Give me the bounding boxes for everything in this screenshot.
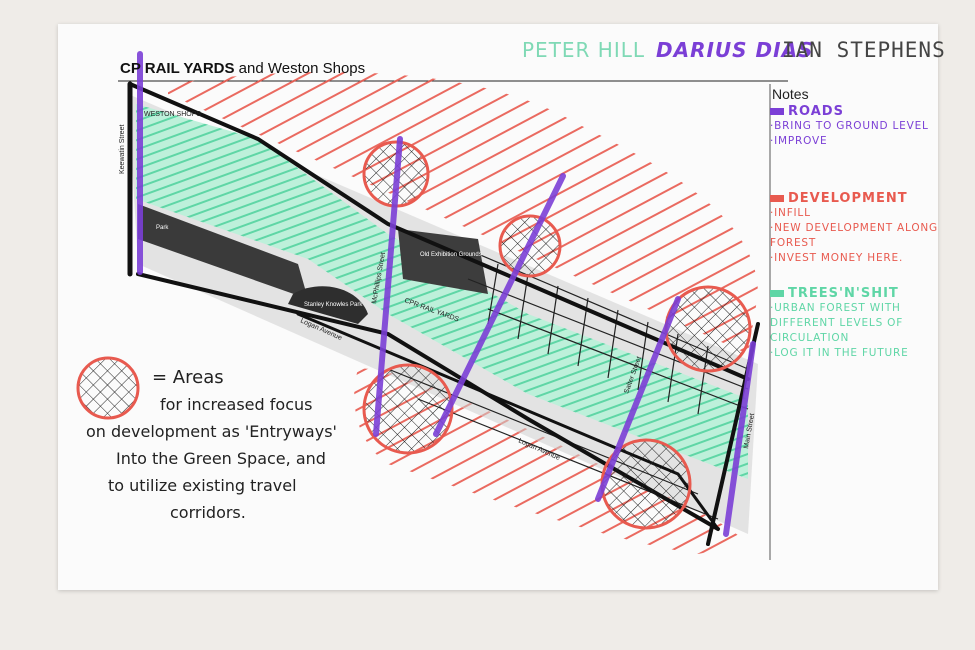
legend-line: to utilize existing travel [108,476,297,495]
drawing-paper: WESTON SHOPS Keewatin Street Park McPhil… [58,24,945,590]
label-keewatin: Keewatin Street [119,125,126,174]
note-item: ·URBAN FOREST WITH DIFFERENT LEVELS OF C… [770,302,904,344]
notes-title: Notes [772,86,809,102]
legend-line: corridors. [170,503,246,522]
legend-line: on development as 'Entryways' [86,422,337,441]
note-item: ·IMPROVE [770,135,828,147]
notes-group-development: DEVELOPMENT ·INFILL ·NEW DEVELOPMENT ALO… [770,191,938,266]
note-item: ·INFILL [770,207,811,219]
legend-line: Into the Green Space, and [116,449,326,468]
legend-line: = Areas [152,367,224,388]
legend-focus-symbol [76,356,140,420]
focus-areas [362,140,752,530]
note-item: ·BRING TO GROUND LEVEL [770,120,929,132]
map-title: CP RAIL YARDS and Weston Shops [120,60,365,77]
map-title-rest: and Weston Shops [234,60,366,77]
notes-heading-roads: ROADS [788,104,844,119]
label-weston-shops: WESTON SHOPS [144,111,201,118]
roads-swatch-icon [770,108,784,115]
label-park: Park [156,225,169,231]
purple-roads [137,51,756,537]
stanley-knowles-block [288,286,368,324]
label-stanley-knowles: Stanley Knowles Park [304,302,363,308]
notes-group-roads: ROADS ·BRING TO GROUND LEVEL ·IMPROVE [770,104,938,149]
notes-heading-trees: TREES'N'SHIT [788,286,899,301]
building-block-west [138,204,308,299]
note-item: ·LOG IT IN THE FUTURE [770,347,909,359]
focus-circle-4 [362,363,454,455]
map-sketch: WESTON SHOPS Keewatin Street Park McPhil… [76,51,788,560]
note-item: ·INVEST MONEY HERE. [770,252,904,264]
trees-swatch-icon [770,290,784,297]
author-3: IAN STEPHENS [782,38,946,62]
legend-line: for increased focus [160,395,313,414]
note-item: ·NEW DEVELOPMENT ALONG FOREST [770,222,938,249]
notes-panel: Notes ROADS ·BRING TO GROUND LEVEL ·IMPR… [770,86,938,369]
development-zone-north [168,72,758,354]
development-swatch-icon [770,195,784,202]
author-1: PETER HILL [522,38,646,62]
map-title-bold: CP RAIL YARDS [120,60,235,77]
legend-text: = Areas for increased focus on developme… [82,364,372,526]
green-corridor [136,104,748,479]
old-exhibition-block [398,229,488,294]
author-2: DARIUS DIAS [656,38,814,62]
notes-heading-development: DEVELOPMENT [788,191,908,206]
label-old-exhibition: Old Exhibition Grounds [420,252,482,258]
notes-group-trees: TREES'N'SHIT ·URBAN FOREST WITH DIFFEREN… [770,286,938,361]
